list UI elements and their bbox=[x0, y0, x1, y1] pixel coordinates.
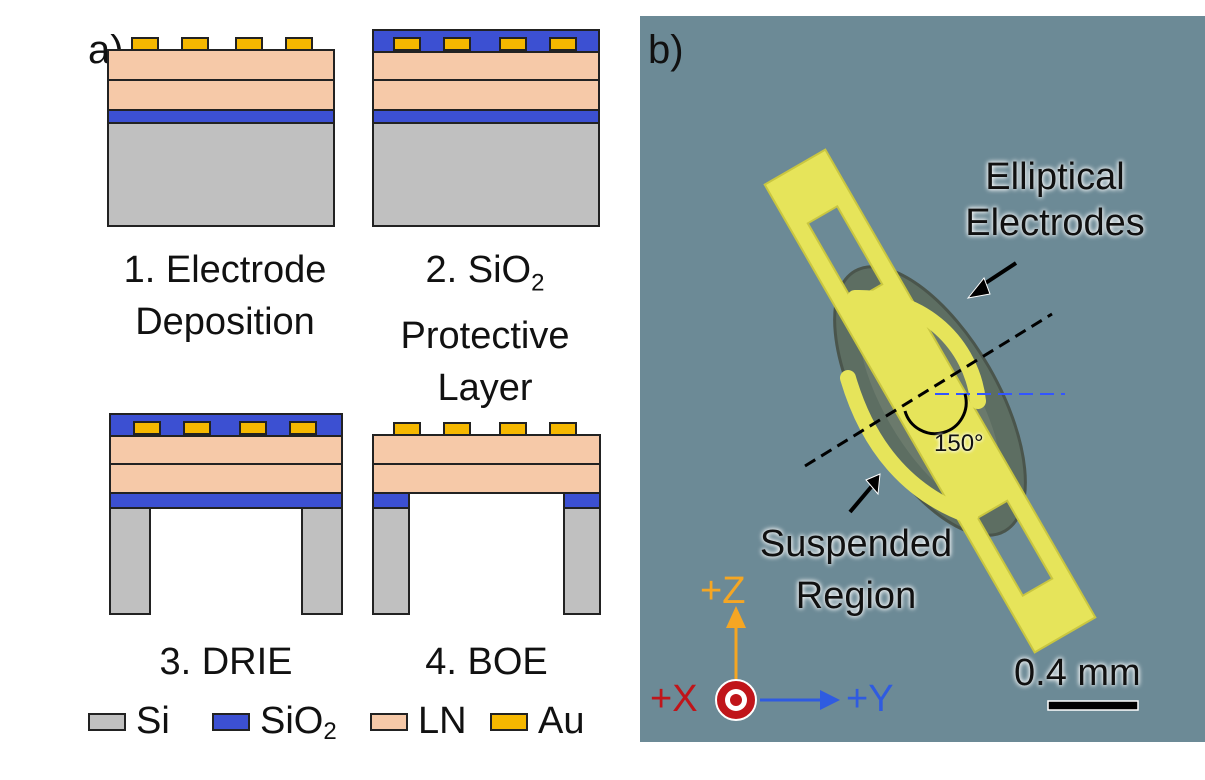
scale-label: 0.4 mm bbox=[1014, 652, 1141, 694]
y-axis-label: +Y bbox=[846, 678, 894, 720]
legend-sio2-swatch bbox=[212, 712, 250, 731]
upper-electrode-arc bbox=[847, 289, 986, 409]
panel-b-label: b) bbox=[648, 28, 684, 72]
step4-caption: 4. BOE bbox=[425, 641, 548, 683]
legend-au-swatch bbox=[490, 712, 528, 731]
legend-au: Au bbox=[490, 700, 584, 743]
scale-bar bbox=[1047, 700, 1139, 711]
angle-label: 150° bbox=[934, 430, 984, 457]
major-axis-line bbox=[804, 312, 1053, 468]
lower-electrode-arc bbox=[840, 370, 978, 524]
legend-si: Si bbox=[88, 700, 170, 743]
step1-stack bbox=[107, 37, 335, 227]
step4-stack bbox=[372, 422, 601, 615]
step2-caption: 2. SiO2 Protective Layer bbox=[400, 249, 570, 409]
z-axis-label: +Z bbox=[700, 570, 746, 612]
suspended-region-label: Suspended Region bbox=[759, 523, 953, 617]
electrodes-arrow-head bbox=[966, 277, 991, 299]
step2-stack bbox=[372, 29, 600, 227]
z-axis-arrow bbox=[726, 606, 746, 628]
x-axis-label: +X bbox=[650, 678, 698, 720]
step3-stack bbox=[109, 413, 343, 615]
device-micrograph bbox=[640, 16, 1205, 742]
elliptical-electrodes-label: Elliptical Electrodes bbox=[965, 156, 1145, 244]
y-axis-arrow bbox=[820, 690, 840, 710]
legend-ln: LN bbox=[370, 700, 467, 743]
step3-caption: 3. DRIE bbox=[159, 641, 293, 683]
region-arrow-head bbox=[865, 473, 881, 496]
legend-ln-swatch bbox=[370, 712, 408, 731]
fabrication-steps-diagram bbox=[107, 29, 601, 615]
legend-si-swatch bbox=[88, 712, 126, 731]
angle-arc bbox=[903, 393, 968, 436]
step1-caption: 1. Electrode Deposition bbox=[123, 249, 327, 343]
